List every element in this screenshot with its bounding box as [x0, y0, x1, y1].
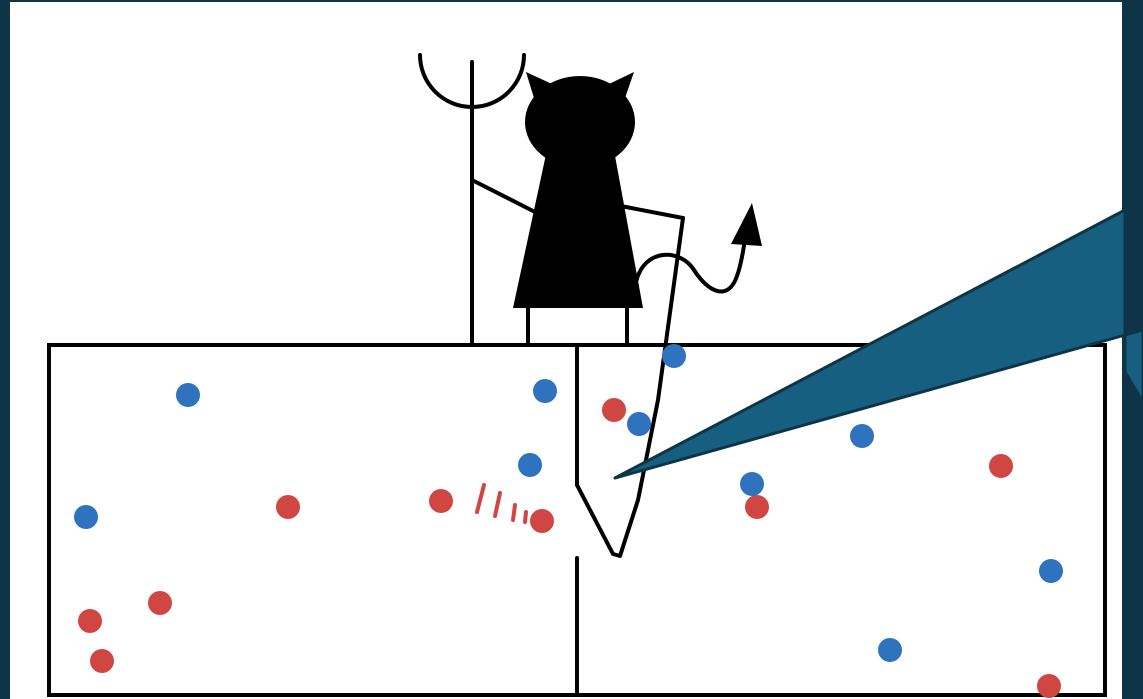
molecule-red	[429, 489, 453, 513]
molecule-red	[602, 398, 626, 422]
molecule-blue	[740, 472, 764, 496]
molecule-blue	[518, 453, 542, 477]
molecule-red	[78, 609, 102, 633]
molecule-blue	[850, 424, 874, 448]
molecule-blue	[74, 505, 98, 529]
molecule-blue	[627, 412, 651, 436]
molecule-blue	[176, 383, 200, 407]
molecule-red	[276, 495, 300, 519]
molecule-red	[1037, 674, 1061, 698]
molecule-blue	[1039, 559, 1063, 583]
molecule-red	[745, 495, 769, 519]
molecule-red	[148, 591, 172, 615]
molecule-blue	[533, 379, 557, 403]
molecule-blue	[878, 638, 902, 662]
molecule-red	[989, 454, 1013, 478]
molecule-red	[90, 649, 114, 673]
molecule-red	[530, 509, 554, 533]
molecule-blue	[662, 344, 686, 368]
